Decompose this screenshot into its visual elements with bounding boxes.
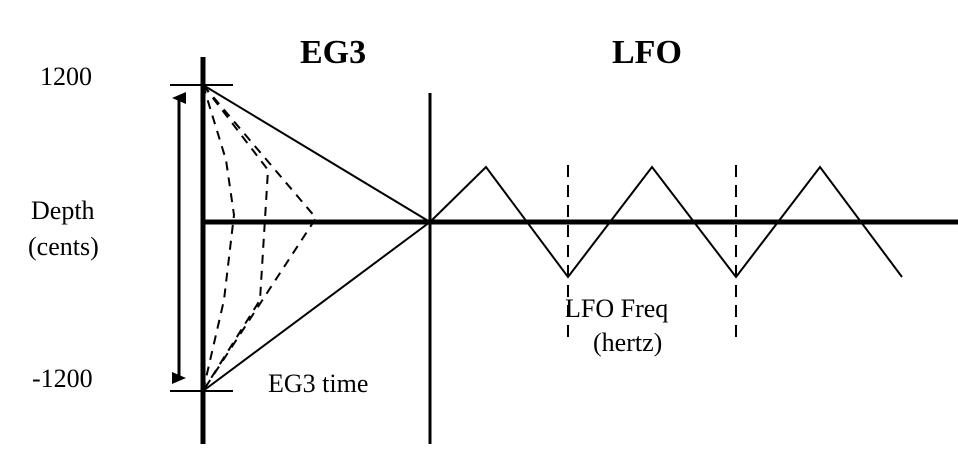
lfo-triangle-wave — [429, 165, 903, 279]
lfo-freq-units-label: (hertz) — [593, 328, 663, 357]
eg3-envelope-bottom — [202, 221, 431, 392]
eg3-header: EG3 — [300, 34, 367, 71]
eg3-dashed-curve-middle — [202, 84, 270, 392]
bottom-value-label: -1200 — [32, 364, 93, 393]
top-value-label: 1200 — [40, 62, 92, 91]
eg3-dashed-curve-inner — [202, 84, 236, 392]
eg3-envelope-top — [202, 84, 431, 223]
lfo-header: LFO — [612, 34, 682, 71]
depth-label: Depth — [31, 196, 95, 225]
eg3-dashed-curve-outer — [202, 84, 318, 392]
lfo-freq-label: LFO Freq — [565, 294, 669, 323]
depth-units-label: (cents) — [28, 232, 99, 261]
eg3-time-label: EG3 time — [268, 369, 369, 398]
